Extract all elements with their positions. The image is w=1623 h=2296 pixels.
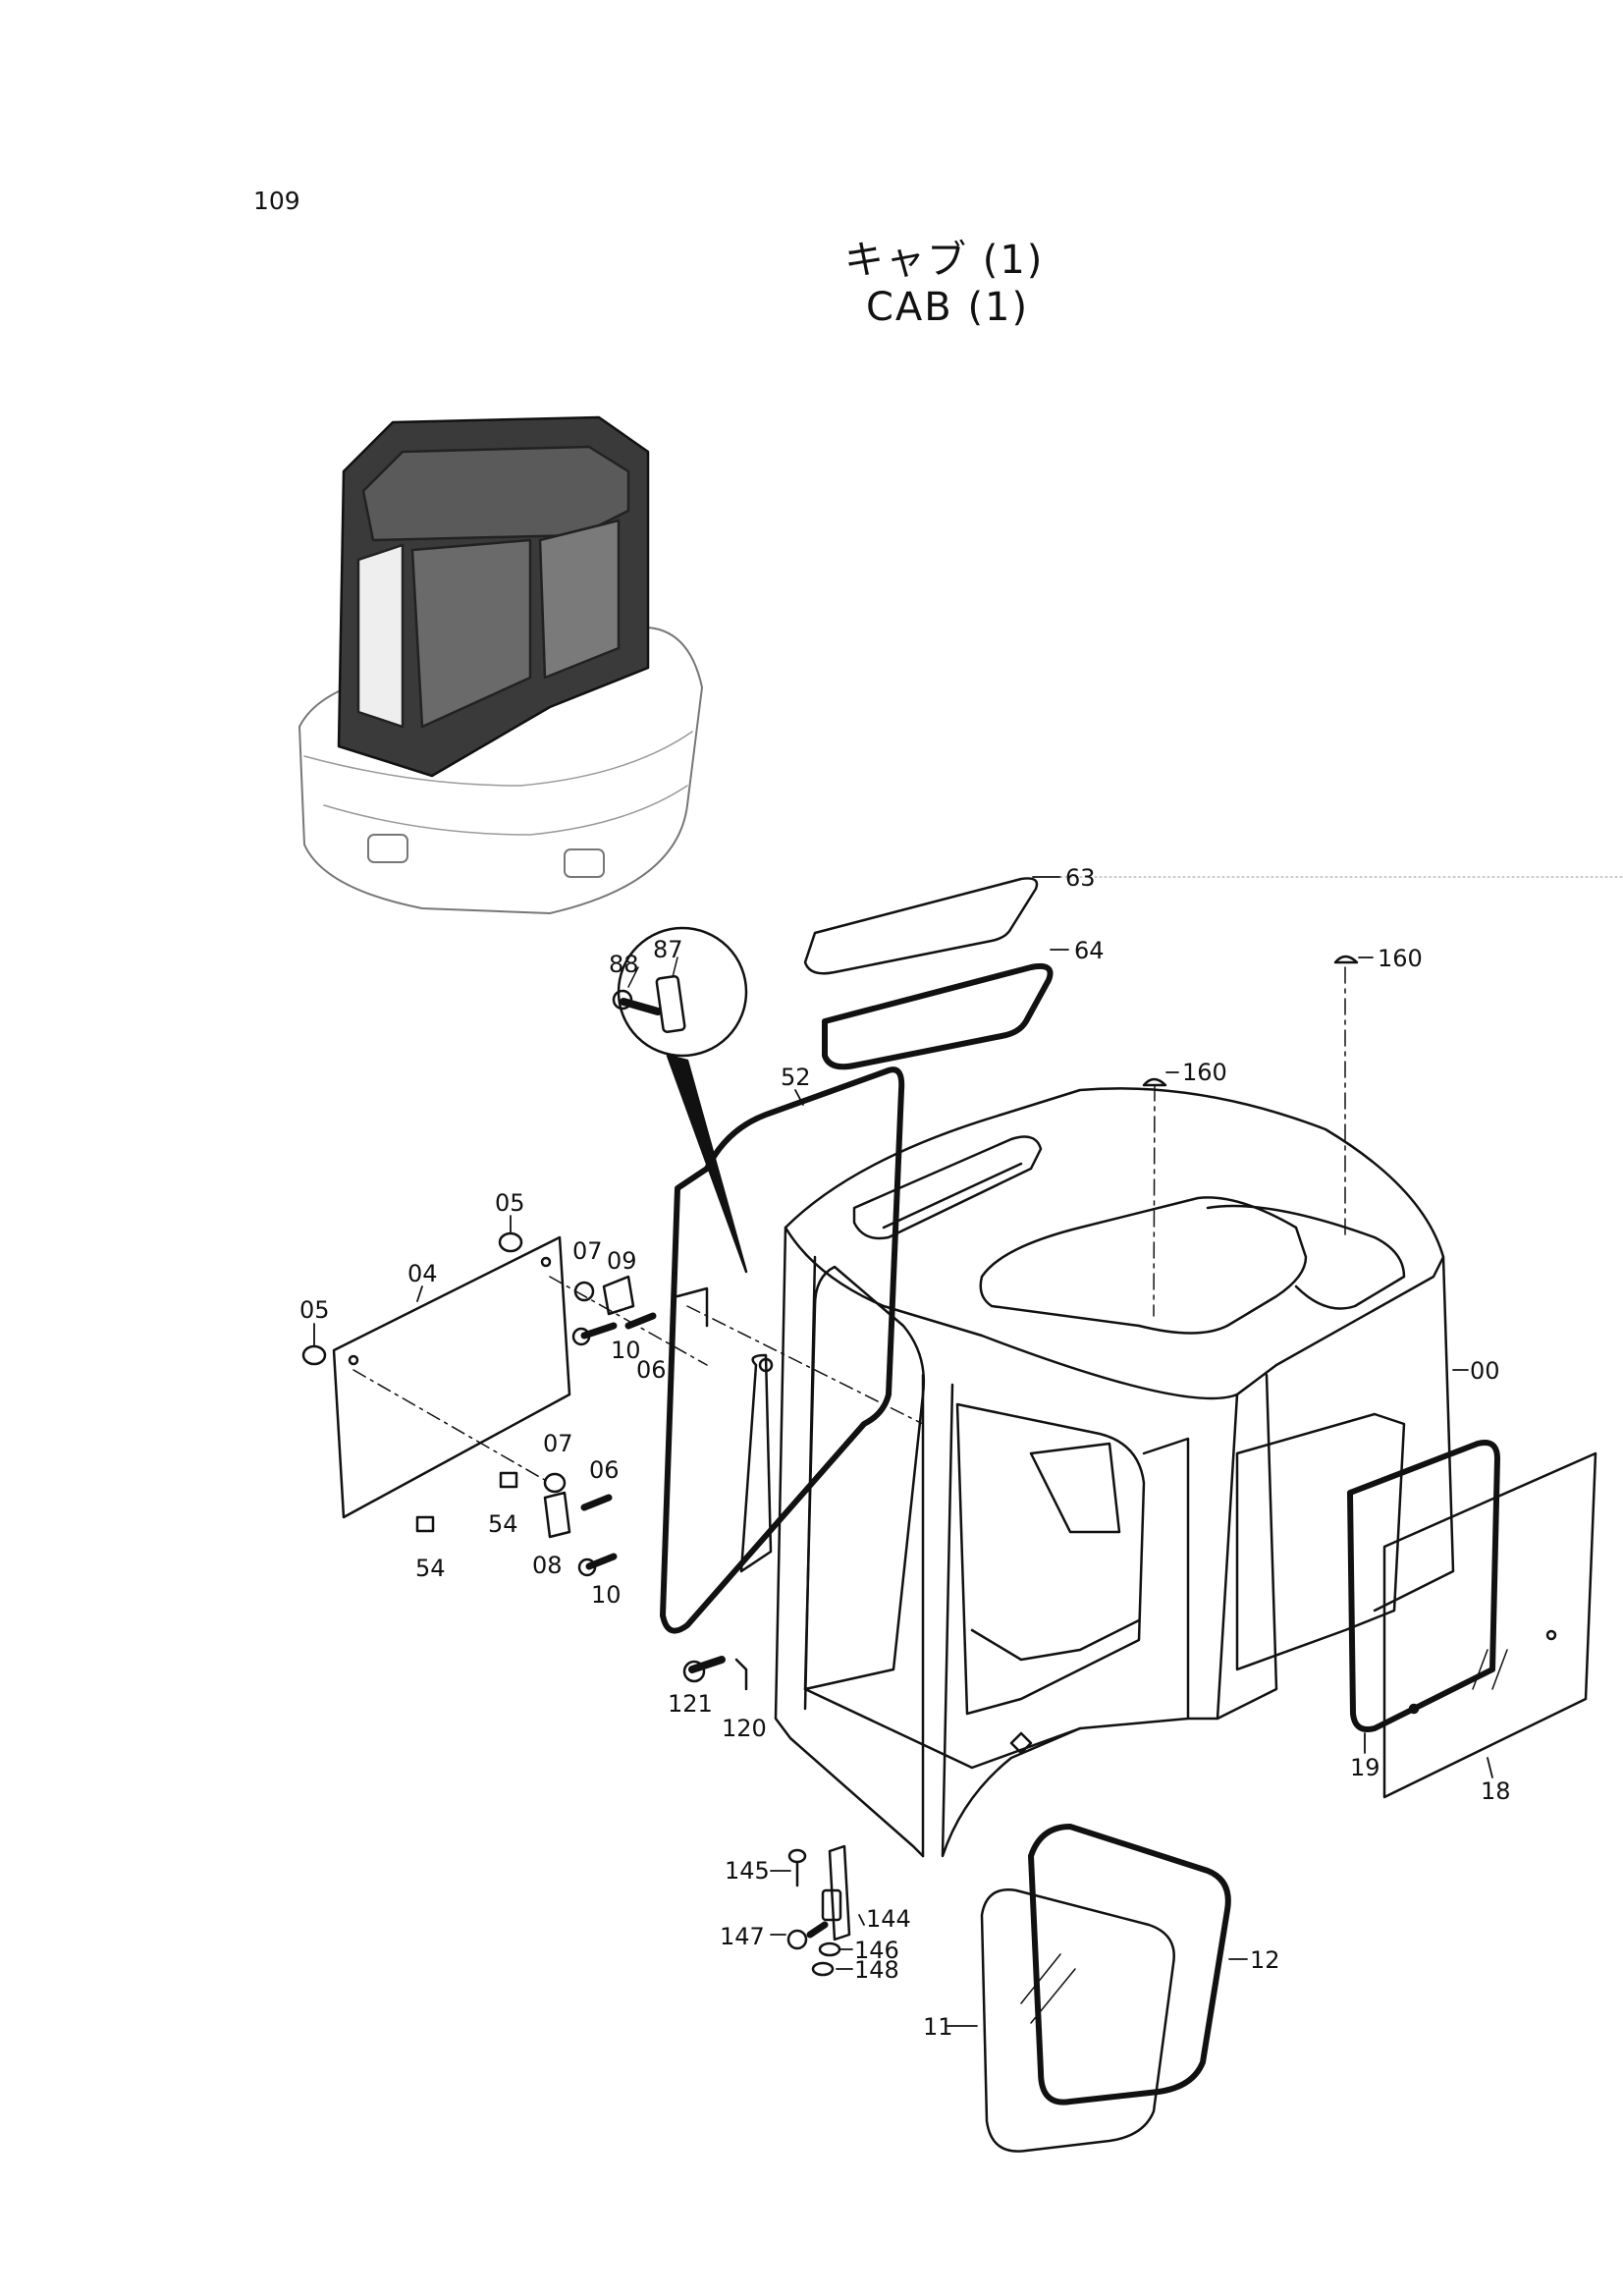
callout-07-bottom: 07 (543, 1430, 573, 1457)
title-japanese: キャブ (1) (844, 238, 1045, 283)
callout-147: 147 (720, 1923, 765, 1950)
grommet-05-left (301, 1344, 327, 1366)
callout-160-right: 160 (1378, 945, 1423, 972)
callout-06-top: 06 (636, 1356, 667, 1384)
callout-04: 04 (407, 1260, 438, 1287)
callout-160-center: 160 (1182, 1059, 1227, 1086)
callout-11: 11 (923, 2013, 953, 2041)
callout-54-right: 54 (488, 1510, 518, 1538)
excavator-overview-illustration (298, 415, 703, 914)
callout-00: 00 (1470, 1357, 1500, 1385)
callout-145: 145 (725, 1857, 770, 1885)
callout-08: 08 (532, 1552, 563, 1579)
bracket-120 (739, 1353, 773, 1573)
roof-seal-64 (822, 962, 1054, 1070)
callout-09: 09 (607, 1247, 637, 1275)
callout-87: 87 (653, 936, 683, 963)
cab-body-00 (774, 1087, 1469, 1858)
callout-144: 144 (866, 1905, 911, 1933)
callout-54-left: 54 (415, 1555, 446, 1582)
callout-146: 146 (854, 1937, 899, 1964)
callout-121: 121 (668, 1690, 713, 1718)
callout-120: 120 (722, 1715, 767, 1742)
callout-19: 19 (1350, 1754, 1380, 1781)
side-panel-04 (332, 1235, 571, 1519)
callout-06-bottom: 06 (589, 1456, 620, 1484)
callout-63: 63 (1065, 864, 1096, 892)
callout-88: 88 (609, 951, 639, 978)
roof-glass-63 (803, 877, 1039, 975)
rear-glass-18 (1382, 1451, 1597, 1799)
page-number: 109 (253, 187, 300, 215)
callout-64: 64 (1074, 937, 1105, 964)
door-seal-12 (1028, 1824, 1231, 2105)
callout-10-bottom: 10 (591, 1581, 622, 1609)
door-glass-11 (980, 1888, 1175, 2153)
callout-148: 148 (854, 1956, 899, 1984)
grommet-05-top (498, 1231, 523, 1253)
callout-18: 18 (1481, 1777, 1511, 1805)
callout-10-top: 10 (611, 1337, 641, 1364)
callout-05-top: 05 (495, 1189, 525, 1217)
callout-07-top: 07 (572, 1237, 603, 1265)
title-english: CAB (1) (866, 285, 1030, 330)
rear-seal-19 (1347, 1440, 1500, 1732)
callout-52: 52 (781, 1064, 811, 1091)
callout-05-left: 05 (299, 1296, 330, 1324)
door-seal-52 (660, 1066, 905, 1634)
callout-12: 12 (1250, 1946, 1280, 1974)
